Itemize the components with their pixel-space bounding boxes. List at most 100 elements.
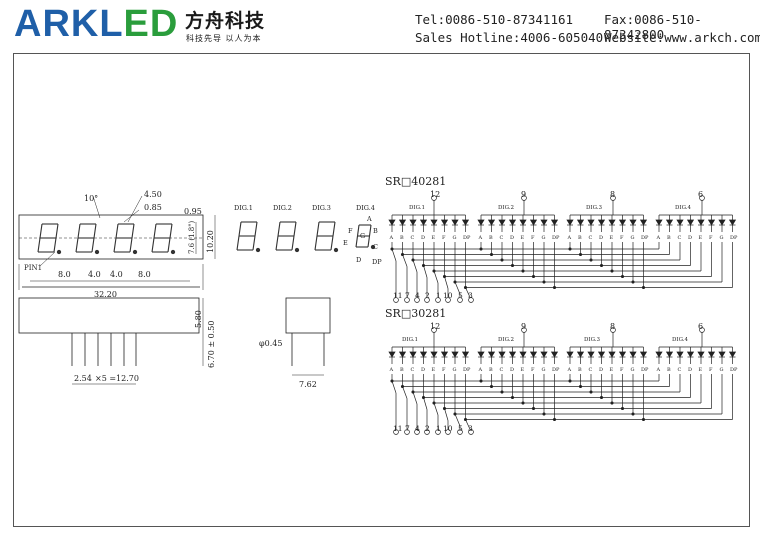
circuit-2-seg-label-3-5: F [709, 367, 713, 373]
front-digit-2-dp [94, 249, 100, 255]
circuit-2-seg-pin-7 [468, 429, 474, 435]
circuit-2-diode-1-1 [487, 351, 496, 358]
dim-pin-length: 6.70 ± 0.50 [207, 321, 216, 368]
circuit-1-seg-label-1-0: A [478, 235, 483, 241]
circuit-1-seg-pin-0 [393, 297, 399, 303]
circuit-1-diode-0-0 [388, 219, 396, 226]
circuit-1-diag-0 [391, 248, 397, 262]
circuit-2-seg-pin-6 [457, 429, 463, 435]
circuit-2-diag-1 [402, 386, 408, 399]
website: Website:www.arkch.com [604, 30, 760, 45]
fax-number: Fax:0086-510-87342800 [604, 12, 702, 42]
front-digit-4-dp [170, 249, 176, 255]
circuit-1-diode-3-3 [686, 219, 695, 226]
circuit-2-seg-label-2-1: B [578, 367, 582, 373]
circuit-2-diode-2-3 [597, 351, 606, 358]
circuit-2-seg-label-0-6: G [453, 367, 457, 373]
front-digit-1-dp [56, 249, 62, 255]
dim-pin-span: ×5 =12.70 [95, 374, 139, 383]
c2-seg-pin-c: 4 [415, 424, 420, 433]
digit-view-3-seg-2 [330, 235, 334, 251]
circuit-1-diode-0-2 [409, 219, 417, 226]
circuit-2-diode-2-1 [576, 351, 585, 358]
circuit-2-diode-1-6 [540, 351, 548, 358]
circuit-2-seg-label-3-0: A [656, 367, 661, 373]
digit-view-2-seg-4 [275, 235, 279, 251]
circuit-1-seg-label-2-7: DP [641, 235, 649, 241]
circuit-2-diode-1-4 [519, 351, 527, 358]
circuit-1-seg-pin-7 [468, 297, 474, 303]
circuit-1-seg-pin-1 [404, 297, 410, 303]
circuit-1-diode-2-0 [566, 219, 574, 226]
dim-row-spacing: 7.62 [299, 380, 317, 389]
circuit-2-seg-label-1-5: F [531, 367, 535, 373]
c2-seg-pin-dp: 3 [468, 424, 473, 433]
circuit-2-diode-3-3 [686, 351, 695, 358]
digit-view-1-seg-2 [252, 235, 256, 251]
circuit-2-labels: 12 9 8 6 DIG.1 DIG.2 DIG.3 DIG.4 11 7 4 … [393, 322, 703, 433]
brand-logo: ARKLED [14, 4, 178, 44]
circuit-1-diode-1-5 [529, 219, 538, 226]
circuit-1-diag-1 [402, 254, 408, 267]
dim-095: 0.95 [184, 207, 202, 216]
circuit-2-diode-2-0 [566, 351, 574, 358]
circuit-2-diode-3-0 [655, 351, 663, 358]
circuit-1-seg-label-1-6: G [542, 235, 546, 241]
seg-label-dp: DP [372, 258, 382, 266]
c1-seg-pin-f: 10 [443, 291, 453, 300]
circuit-1-diode-2-5 [618, 219, 627, 226]
c1-seg-pin-a: 11 [393, 291, 403, 300]
circuit-1-diode-3-6 [718, 219, 726, 226]
digit-view-1-seg-5 [238, 221, 242, 237]
circuit-1-seg-pin-3 [424, 297, 430, 303]
circuit-1-labels: 12 9 8 6 DIG.1 DIG.2 DIG.3 DIG.4 11 7 4 … [393, 190, 703, 300]
circuit-1-diode-2-4 [608, 219, 616, 226]
circuit-2-diode-3-4 [697, 351, 705, 358]
leader-angle [92, 195, 101, 219]
circuit-1-model: SR□40281 [385, 175, 446, 188]
circuit-2-com-pin-3 [699, 327, 705, 333]
front-digit-4-seg-5 [153, 223, 157, 239]
c1-seg-pin-d: 2 [425, 291, 430, 300]
circuit-1-diode-3-5 [707, 219, 716, 226]
circuit-1-diag-6 [454, 281, 461, 295]
drawing-frame [13, 53, 750, 527]
circuit-1-diode-2-1 [576, 219, 585, 226]
circuit-1-diode-2-6 [629, 219, 637, 226]
circuit-2-seg-label-2-3: D [599, 367, 603, 373]
circuit-2-seg-label-1-3: D [510, 367, 514, 373]
front-digit-1-seg-1 [55, 223, 59, 239]
c1-dig-1: DIG.1 [409, 205, 425, 211]
circuit-1-diode-3-2 [676, 219, 684, 226]
circuit-2-diode-3-6 [718, 351, 726, 358]
circuit-2-seg-label-3-7: DP [730, 367, 738, 373]
circuit-1-seg-label-0-7: DP [463, 235, 471, 241]
circuit-2-diode-1-0 [477, 351, 485, 358]
digit-view-4-seg-5 [356, 224, 360, 237]
circuit-1-diode-3-0 [655, 219, 663, 226]
circuit-1-seg-label-3-0: A [656, 235, 661, 241]
dim-angle: 10° [84, 194, 98, 203]
end-dimension-labels: φ0.45 7.62 [259, 339, 317, 389]
c2-common-pin-2: 9 [521, 322, 526, 331]
end-outline [285, 297, 331, 334]
circuit-2-seg-label-1-6: G [542, 367, 546, 373]
c2-dig-1: DIG.1 [402, 337, 418, 343]
circuit-1-com-pin-2 [610, 195, 616, 201]
digit-view-3-dp [333, 247, 339, 253]
digit-view-2-seg-5 [277, 221, 281, 237]
circuit-1-seg-label-0-0: A [389, 235, 394, 241]
circuit-2-seg-pin-5 [445, 429, 451, 435]
digit-view-3-seg-4 [314, 235, 318, 251]
circuit-1-com-pin-3 [699, 195, 705, 201]
circuit-2-diode-2-7 [639, 351, 648, 358]
circuit-2-seg-pin-3 [424, 429, 430, 435]
circuit-2-seg-label-0-5: F [442, 367, 446, 373]
circuit-1-diode-1-6 [540, 219, 548, 226]
circuit-1-diode-0-3 [419, 219, 428, 226]
circuit-1-diode-2-2 [587, 219, 595, 226]
circuit-1-seg-label-2-0: A [567, 235, 572, 241]
circuit-1-diode-2-7 [639, 219, 648, 226]
c2-common-pin-3: 8 [610, 322, 615, 331]
digit-view-1-seg-4 [236, 235, 240, 251]
